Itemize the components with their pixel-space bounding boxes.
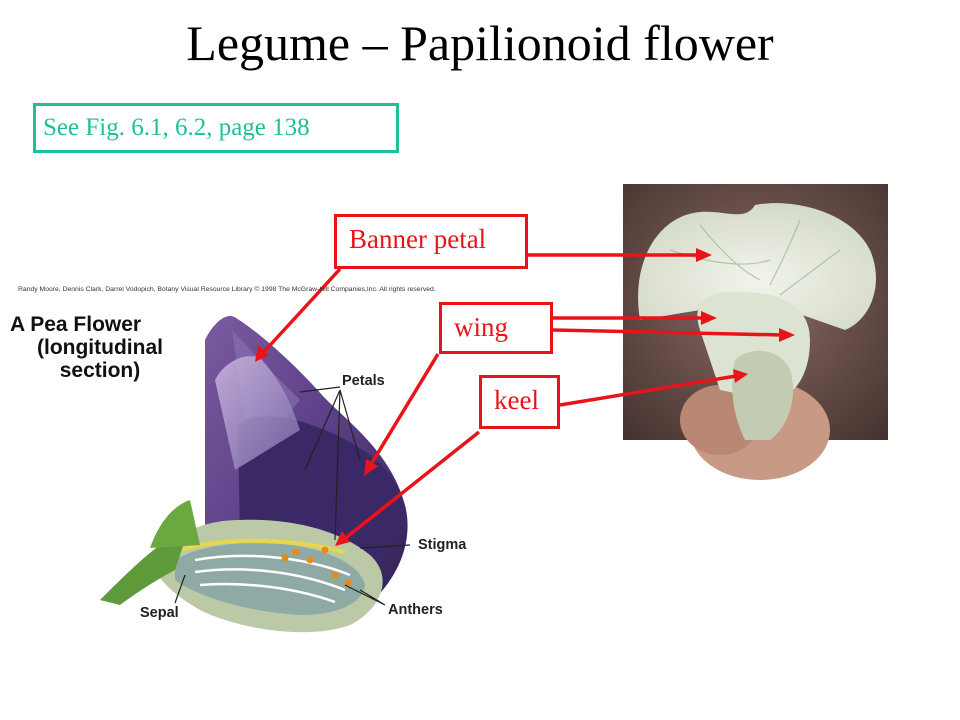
pea-flower-photo [623, 184, 888, 480]
callout-wing: wing [439, 302, 553, 354]
callout-arrows [260, 253, 784, 542]
label-stigma: Stigma [418, 537, 467, 553]
heading-line-3: section) [59, 359, 141, 382]
pea-flower-illustration [100, 316, 411, 633]
label-petals: Petals [342, 373, 385, 389]
illustration-credit: Randy Moore, Dennis Clark, Darrel Vodopi… [18, 286, 436, 293]
slide-title: Legume – Papilionoid flower [186, 15, 774, 71]
illustration-heading: A Pea Flower (longitudinal section) [10, 313, 190, 382]
callout-keel: keel [479, 375, 560, 429]
heading-line-1: A Pea Flower [10, 313, 142, 336]
callout-arrowheads [255, 248, 795, 546]
label-anthers: Anthers [388, 602, 443, 618]
figure-reference-box: See Fig. 6.1, 6.2, page 138 [33, 103, 399, 153]
label-sepal: Sepal [140, 605, 179, 621]
callout-banner-petal: Banner petal [334, 214, 528, 269]
heading-line-2: (longitudinal [37, 336, 163, 359]
